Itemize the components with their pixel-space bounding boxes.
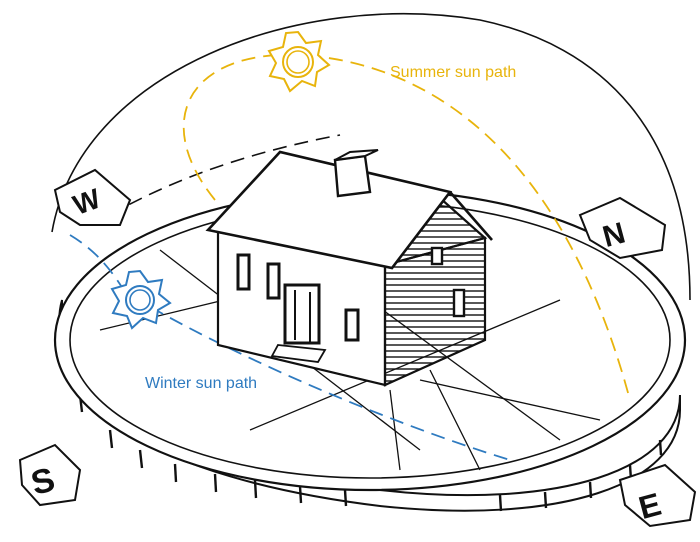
window-mid xyxy=(266,262,281,300)
summer-sun-path-label: Summer sun path xyxy=(390,64,517,81)
door xyxy=(283,283,321,345)
compass-west-block: W xyxy=(53,168,132,226)
summer-sun-icon xyxy=(267,30,331,93)
side-window-gable xyxy=(430,246,444,266)
horizon-back-line xyxy=(109,134,341,216)
winter-sun-icon xyxy=(110,269,172,330)
summer-sun-path xyxy=(182,53,631,401)
compass-south-block: S xyxy=(18,443,82,507)
window-right xyxy=(344,308,360,342)
winter-sun-path xyxy=(69,234,511,461)
window-left xyxy=(236,253,251,291)
side-window-lower xyxy=(452,288,466,318)
winter-sun-path-label: Winter sun path xyxy=(145,375,258,392)
sky-dome xyxy=(51,13,691,301)
chimney xyxy=(333,154,372,198)
compass-east-block: E xyxy=(618,463,697,528)
house xyxy=(205,149,493,387)
door-step xyxy=(270,344,327,363)
compass-north-block: N xyxy=(578,196,667,260)
